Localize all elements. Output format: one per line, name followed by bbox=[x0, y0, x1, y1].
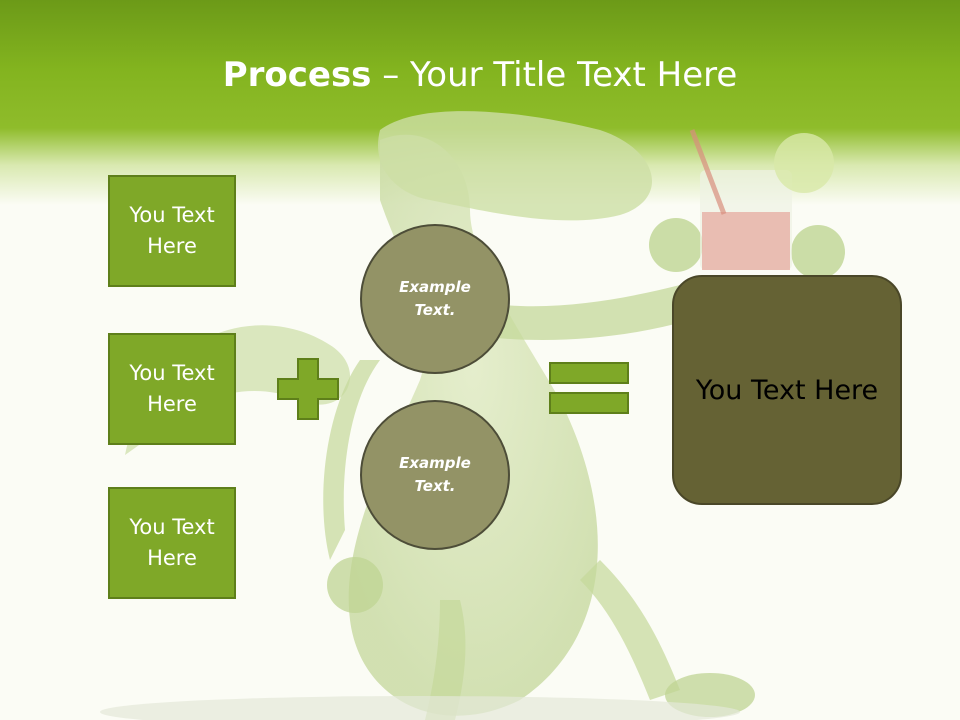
text-box-2[interactable]: You Text Here bbox=[108, 333, 236, 445]
equals-icon bbox=[549, 362, 629, 414]
result-box[interactable]: You Text Here bbox=[672, 275, 902, 505]
title-bold: Process bbox=[222, 55, 372, 95]
plus-icon bbox=[277, 358, 339, 420]
example-circle-2[interactable]: Example Text. bbox=[360, 400, 510, 550]
example-circle-1[interactable]: Example Text. bbox=[360, 224, 510, 374]
example-circle-2-label: Example Text. bbox=[399, 454, 471, 495]
title-rest: – Your Title Text Here bbox=[371, 55, 738, 95]
text-box-3[interactable]: You Text Here bbox=[108, 487, 236, 599]
text-box-1[interactable]: You Text Here bbox=[108, 175, 236, 287]
page-title: Process – Your Title Text Here bbox=[0, 52, 960, 98]
example-circle-1-label: Example Text. bbox=[399, 278, 471, 319]
